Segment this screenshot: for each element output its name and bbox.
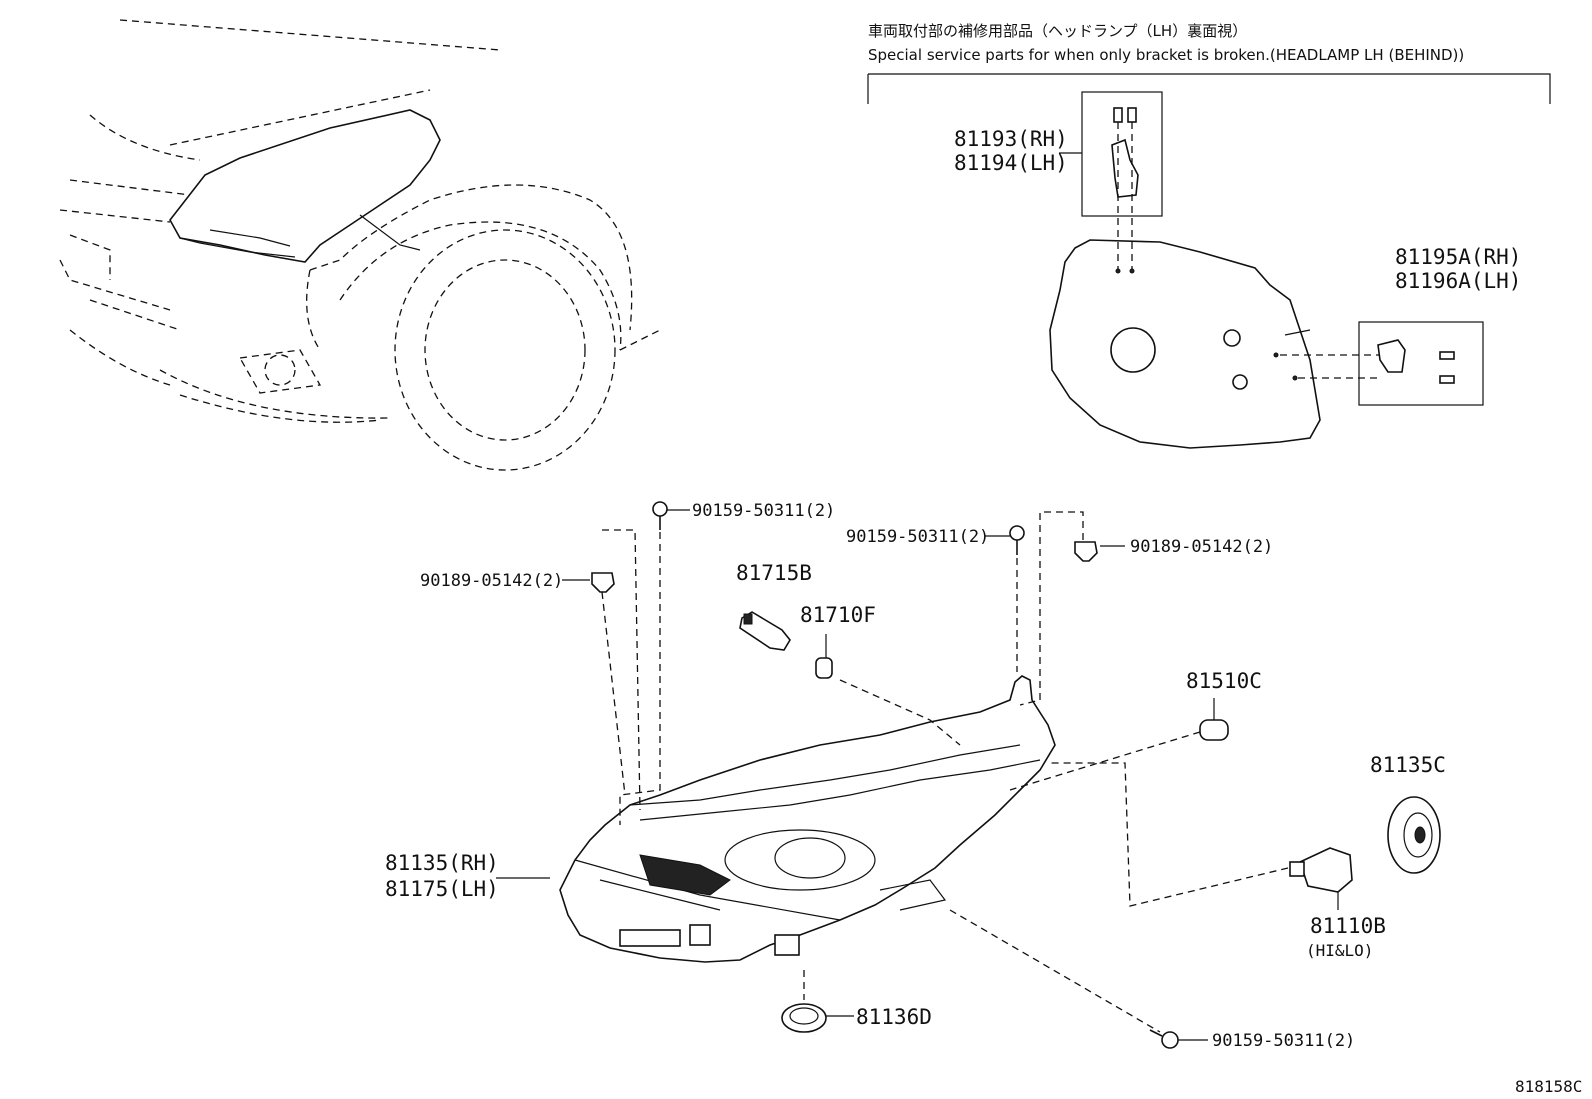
header-note-japanese: 車両取付部の補修用部品（ヘッドランプ（LH）裏面視） xyxy=(868,22,1247,40)
clip-90189-right: 90189-05142(2) xyxy=(1019,511,1273,706)
diagram-id: 818158C xyxy=(1515,1077,1582,1096)
callout-81175LH: 81175(LH) xyxy=(385,877,499,901)
header-note-english: Special service parts for when only brac… xyxy=(868,46,1464,64)
callout-81110B: 81110B xyxy=(1310,914,1386,938)
callout-81195A: 81195A(RH) xyxy=(1395,245,1521,269)
callout-headlamp-assembly: 81135(RH) 81175(LH) xyxy=(385,851,550,901)
inset-bracket-81193: 81193(RH) 81194(LH) xyxy=(954,91,1163,270)
bulb-81710F: 81710F xyxy=(800,603,961,746)
bulb-81715B: 81715B xyxy=(736,561,812,651)
callout-81710F: 81710F xyxy=(800,603,876,627)
headlamp-rear-view xyxy=(1049,239,1321,449)
callout-81193: 81193(RH) xyxy=(954,127,1068,151)
cap-81136D: 81136D xyxy=(781,970,932,1033)
callout-90159-top: 90159-50311(2) xyxy=(692,501,835,521)
car-headlamp-outline xyxy=(169,109,441,263)
callout-90159-middle: 90159-50311(2) xyxy=(846,527,989,547)
callout-81194: 81194(LH) xyxy=(954,151,1068,175)
bolt-90159-bottom: 90159-50311(2) xyxy=(949,909,1355,1051)
callout-81110B-sub: (HI&LO) xyxy=(1306,941,1373,960)
clip-90189-left: 90189-05142(2) xyxy=(420,529,641,811)
callout-81715B: 81715B xyxy=(736,561,812,585)
callout-81135RH: 81135(RH) xyxy=(385,851,499,875)
bulb-81510C: 81510C xyxy=(1009,669,1262,791)
cap-81135C: 81135C xyxy=(1370,753,1446,874)
bulb-81110B: 81110B (HI&LO) xyxy=(1050,762,1386,960)
bolt-90159-middle: 90159-50311(2) xyxy=(846,525,1025,672)
callout-90189-right: 90189-05142(2) xyxy=(1130,537,1273,557)
callout-81510C: 81510C xyxy=(1186,669,1262,693)
callout-90189-left: 90189-05142(2) xyxy=(420,571,563,591)
header-bracket-line xyxy=(867,73,1551,104)
callout-90159-bottom: 90159-50311(2) xyxy=(1212,1031,1355,1051)
vehicle-front-illustration xyxy=(59,19,661,471)
bolt-90159-top: 90159-50311(2) xyxy=(619,501,835,825)
callout-81135C: 81135C xyxy=(1370,753,1446,777)
headlamp-assembly xyxy=(559,675,1056,963)
inset-bracket-81195A: 81195A(RH) 81196A(LH) xyxy=(1280,245,1521,406)
callout-81136D: 81136D xyxy=(856,1005,932,1029)
callout-81196A: 81196A(LH) xyxy=(1395,269,1521,293)
